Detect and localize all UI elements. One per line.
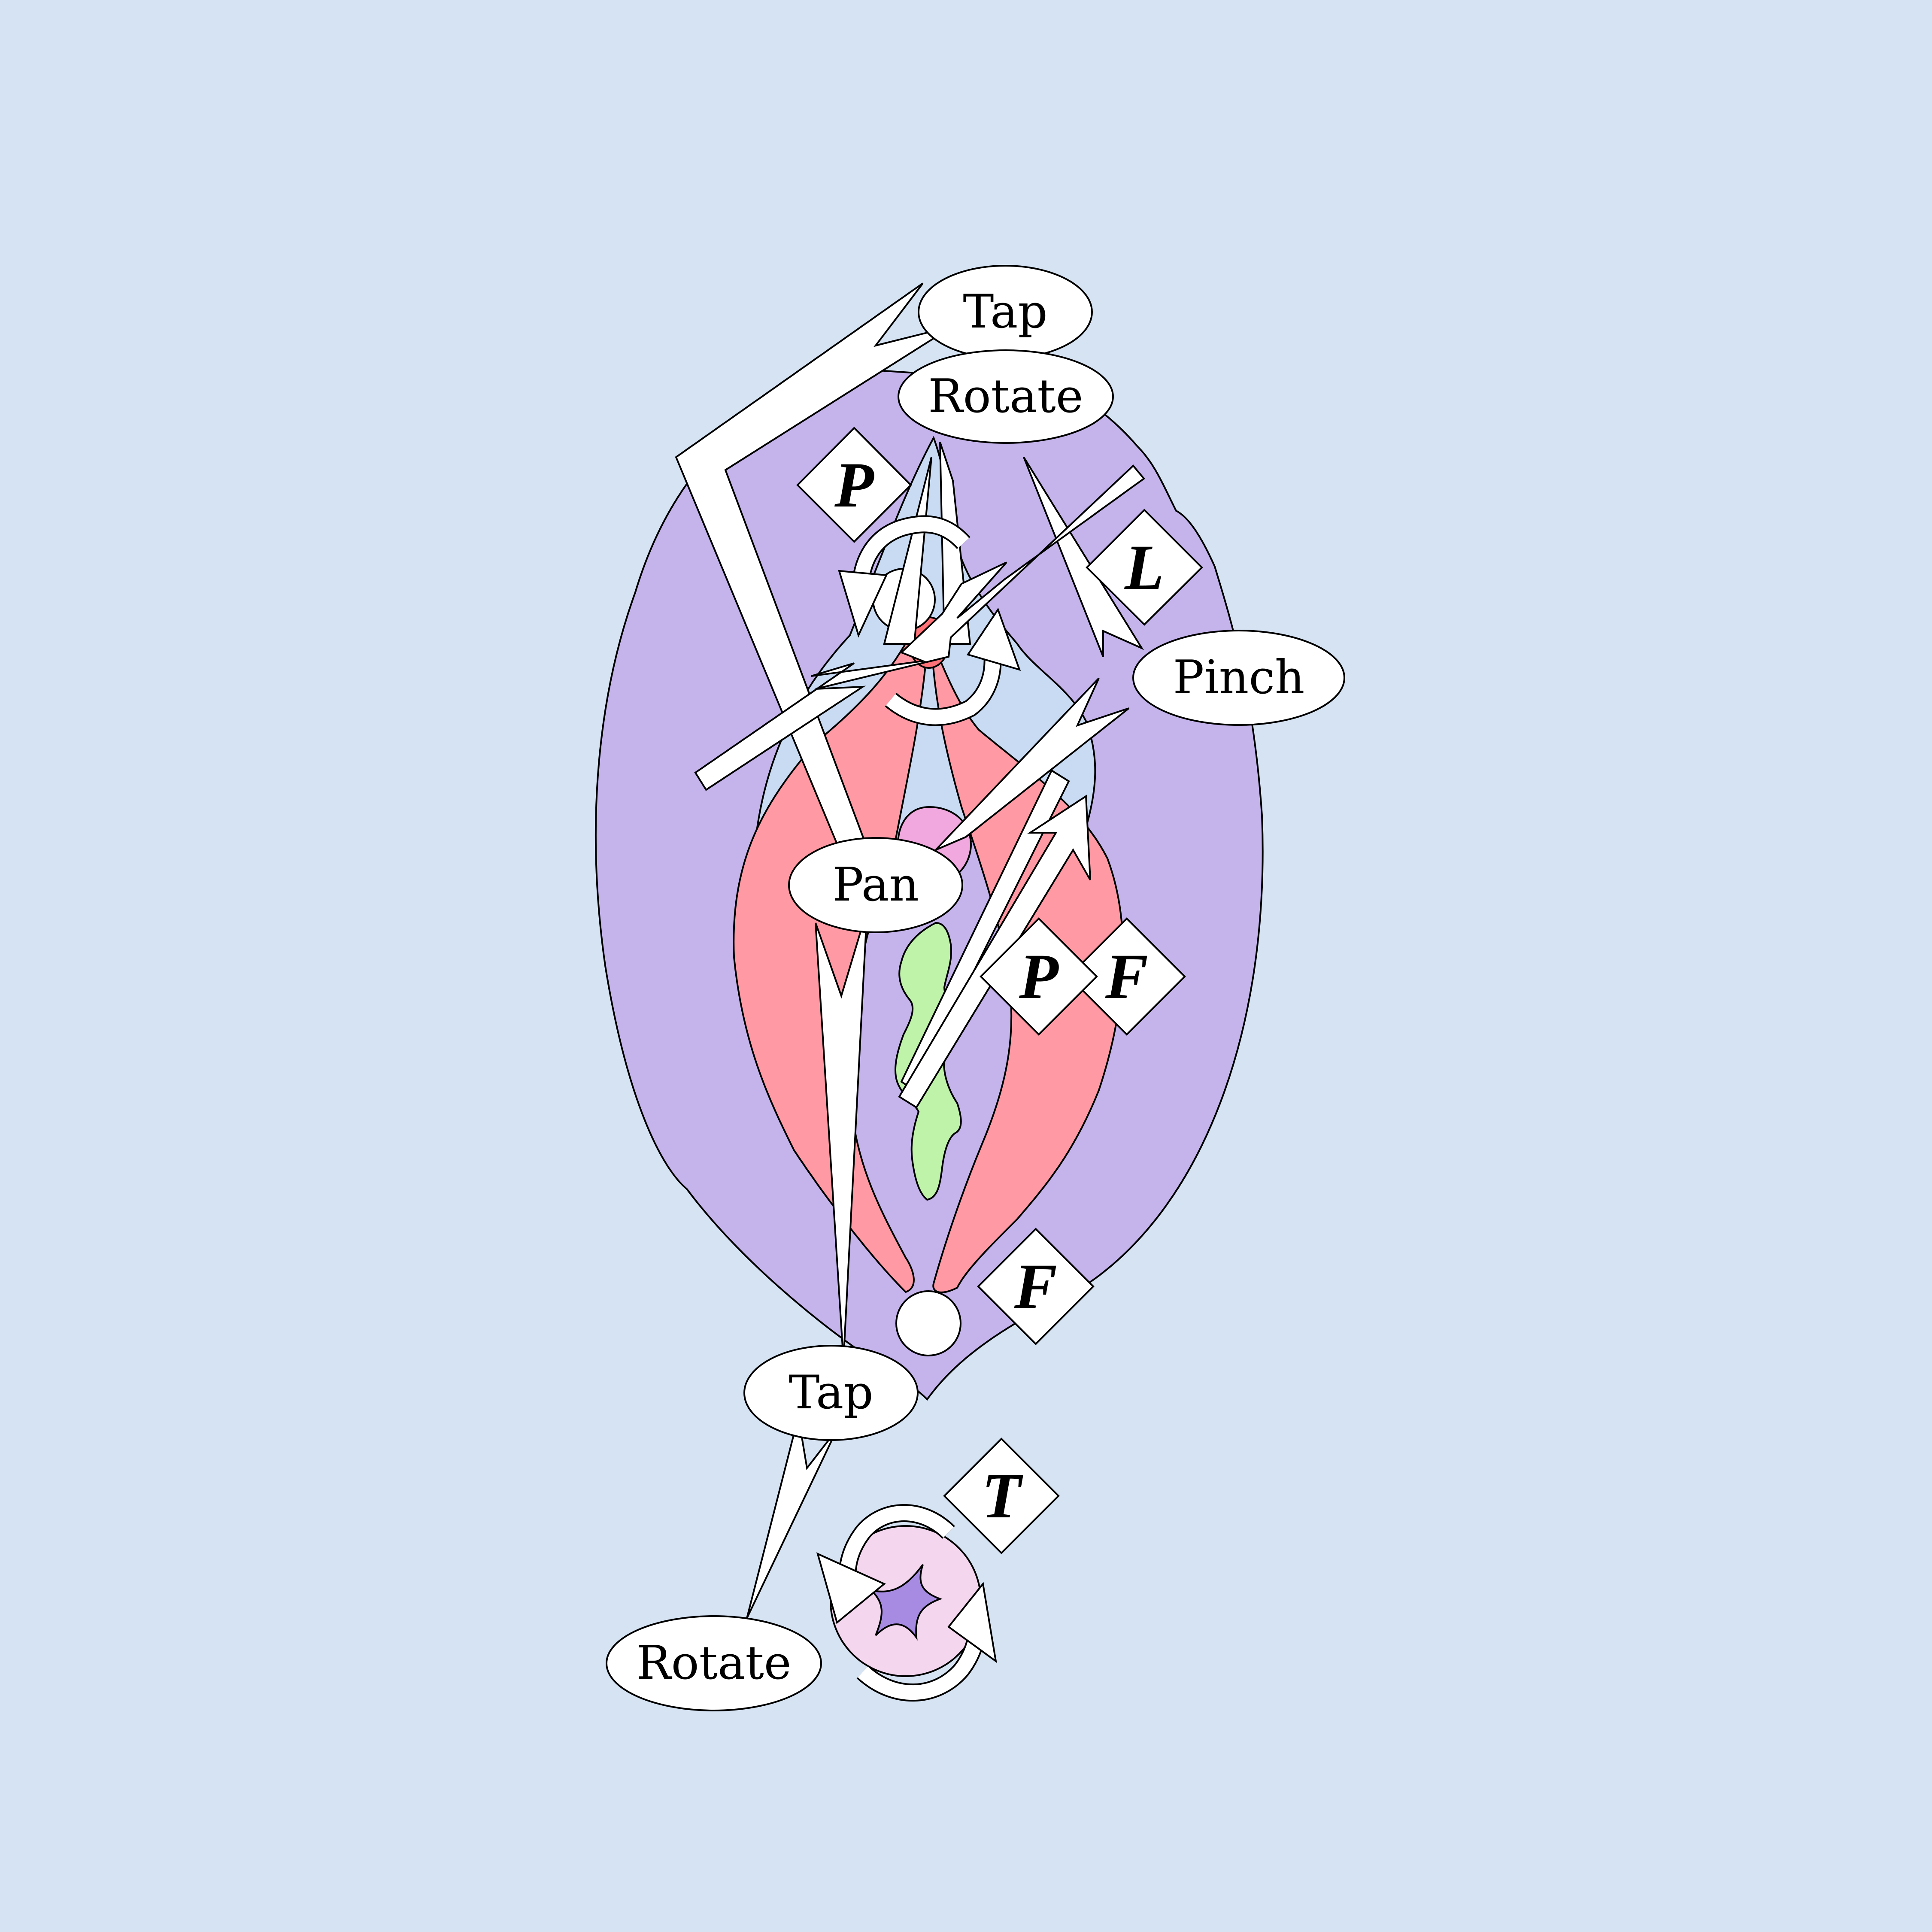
label-pinch-text: Pinch: [1173, 651, 1305, 704]
label-pan-text: Pan: [832, 858, 919, 912]
badge-t-text: T: [982, 1460, 1023, 1532]
label-pan: Pan: [788, 837, 963, 933]
label-pinch: Pinch: [1132, 630, 1345, 726]
rotate-arrow-icon: [840, 1506, 954, 1589]
badge-f-mid-text: F: [1105, 941, 1148, 1012]
label-rotate-bottom-text: Rotate: [636, 1636, 791, 1690]
tap-top-pointer: [675, 282, 954, 855]
label-tap-bottom-text: Tap: [789, 1366, 873, 1419]
double-arrow-icon: [694, 464, 1145, 791]
badge-f-mid: F: [1068, 917, 1186, 1036]
rotate-arrow-icon: [886, 647, 1000, 725]
badge-l: L: [1086, 509, 1203, 626]
label-rotate-top: Rotate: [898, 349, 1114, 444]
badge-f-bottom-text: F: [1014, 1251, 1057, 1322]
pinch-pointer-lower: [935, 677, 1130, 851]
bottom-star: [868, 1564, 943, 1641]
badge-p-top: P: [796, 427, 912, 543]
badge-f-bottom: F: [977, 1228, 1095, 1345]
label-tap-top-text: Tap: [963, 285, 1047, 339]
label-rotate-top-text: Rotate: [928, 370, 1083, 423]
badge-t: T: [943, 1438, 1060, 1554]
label-tap-top: Tap: [918, 265, 1093, 359]
badge-l-text: L: [1124, 532, 1164, 603]
rotate-arrow-head: [947, 1582, 997, 1663]
rotate-arrow-icon: [853, 517, 969, 585]
label-rotate-bottom: Rotate: [606, 1615, 822, 1711]
rotate-arrow-head: [838, 570, 888, 638]
badge-p-mid-text: P: [1019, 941, 1059, 1012]
badge-p-mid: P: [980, 917, 1098, 1036]
label-tap-bottom: Tap: [743, 1345, 919, 1441]
circle-marker-icon: [895, 1290, 961, 1356]
rotate-arrow-head: [816, 1552, 886, 1624]
double-arrow-icon: [898, 795, 1091, 1109]
rotate-top-pointer-left: [883, 457, 932, 645]
rotate-arrow-head: [966, 607, 1021, 671]
badge-p-top-text: P: [834, 449, 874, 521]
pinch-pointer: [1023, 456, 1144, 657]
